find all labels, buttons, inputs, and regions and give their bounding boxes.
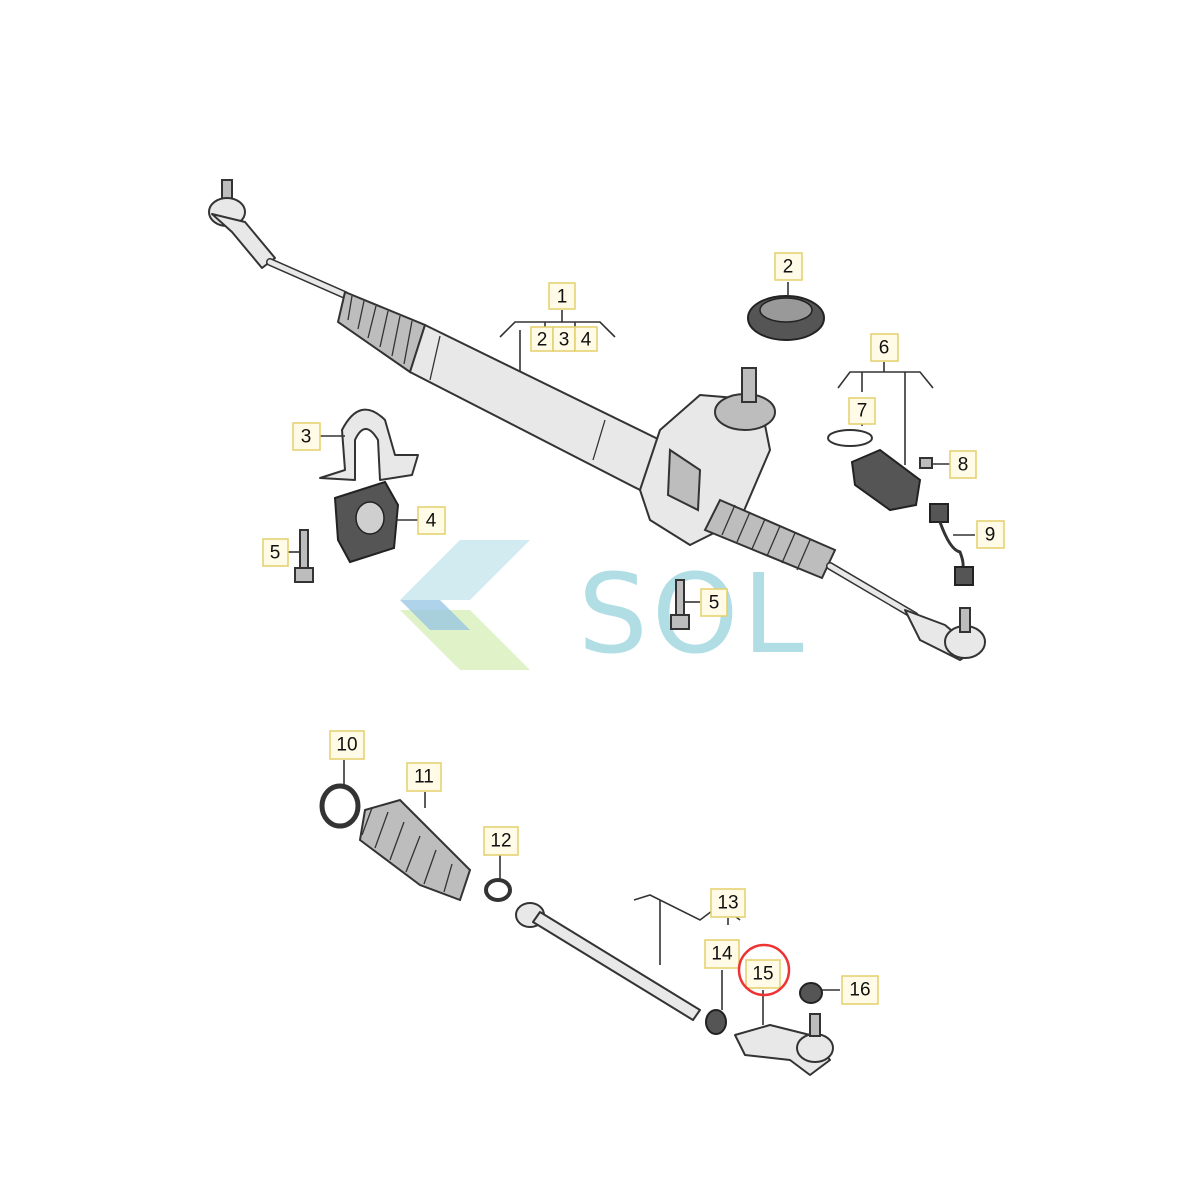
- callout-2-label: 2: [783, 257, 794, 278]
- callout-5-right: 5: [700, 588, 728, 617]
- callout-14: 14: [704, 939, 740, 969]
- callout-6-label: 6: [879, 338, 890, 359]
- callout-6: 6: [870, 333, 899, 362]
- callout-15: 15: [737, 943, 791, 997]
- callout-1-sub-3: 3: [552, 326, 576, 352]
- right-tie-rod-end: [826, 562, 986, 661]
- callout-16-label: 16: [849, 980, 870, 1001]
- part-12-small-clamp: [484, 878, 512, 902]
- watermark-logo-chevron-3: [400, 600, 470, 630]
- callout-9: 9: [976, 520, 1005, 549]
- callout-13-label: 13: [717, 893, 738, 914]
- part-2-rubber-ring: [747, 295, 825, 341]
- part-13-inner-tie-rod: [515, 902, 701, 1021]
- part-14-lock-nut: [705, 1009, 727, 1035]
- callout-9-label: 9: [985, 525, 996, 546]
- callout-14-label: 14: [711, 944, 733, 965]
- watermark-logo: SOL: [400, 540, 808, 678]
- callout-5-right-label: 5: [709, 593, 720, 614]
- callout-8: 8: [949, 450, 977, 479]
- callout-3: 3: [292, 422, 321, 451]
- callout-16: 16: [841, 975, 879, 1005]
- callout-5-left: 5: [262, 538, 289, 567]
- callout-10: 10: [329, 730, 365, 760]
- steering-rack-assembly: [208, 179, 986, 661]
- callout-2: 2: [774, 252, 803, 281]
- watermark-logo-chevron-1: [400, 540, 530, 600]
- part-15-outer-tie-rod-end: [734, 1013, 834, 1076]
- callout-8-label: 8: [958, 455, 969, 476]
- part-11-bellow-boot: [358, 798, 472, 902]
- callout-12-label: 12: [490, 831, 511, 852]
- part-9-wire-harness: [929, 503, 974, 586]
- callout-4: 4: [417, 506, 446, 535]
- callout-11-label: 11: [414, 767, 434, 788]
- callout-1-sub-2: 2: [530, 326, 554, 352]
- callout-15-highlight-circle: [737, 943, 791, 997]
- part-8-screw: [919, 457, 933, 469]
- callout-3-label: 3: [301, 427, 312, 448]
- part-6-sensor-module: [850, 448, 922, 512]
- callout-15-label: 15: [752, 964, 773, 985]
- callout-1-sub-3-label: 3: [559, 330, 570, 351]
- part-3-clamp-bracket: [319, 408, 419, 481]
- callout-1-sub-4: 4: [574, 326, 598, 352]
- callout-10-label: 10: [336, 735, 357, 756]
- callout-7: 7: [848, 397, 876, 425]
- callout-13: 13: [710, 888, 746, 918]
- callout-7-label: 7: [857, 401, 868, 422]
- callout-1: 1: [548, 282, 576, 310]
- callout-11: 11: [406, 762, 442, 792]
- part-7-seal-ring: [827, 429, 873, 447]
- part-16-nut: [799, 982, 823, 1004]
- leader-lines: [288, 282, 975, 1025]
- right-bellow-boot: [703, 498, 837, 580]
- part-10-clamp-ring: [319, 783, 361, 829]
- callout-1-sub-2-label: 2: [537, 330, 548, 351]
- left-tie-rod-end: [208, 179, 349, 299]
- callout-4-label: 4: [426, 511, 437, 532]
- part-5-bolt-left: [294, 529, 314, 583]
- part-5-bolt-right: [670, 579, 690, 630]
- callout-5-left-label: 5: [270, 543, 281, 564]
- callout-1-sub-4-label: 4: [581, 330, 592, 351]
- part-4-bushing: [333, 480, 400, 564]
- callout-1-label: 1: [557, 287, 568, 308]
- callout-12: 12: [483, 826, 519, 856]
- left-bellow-boot: [336, 290, 427, 374]
- watermark-text: SOL: [578, 550, 808, 678]
